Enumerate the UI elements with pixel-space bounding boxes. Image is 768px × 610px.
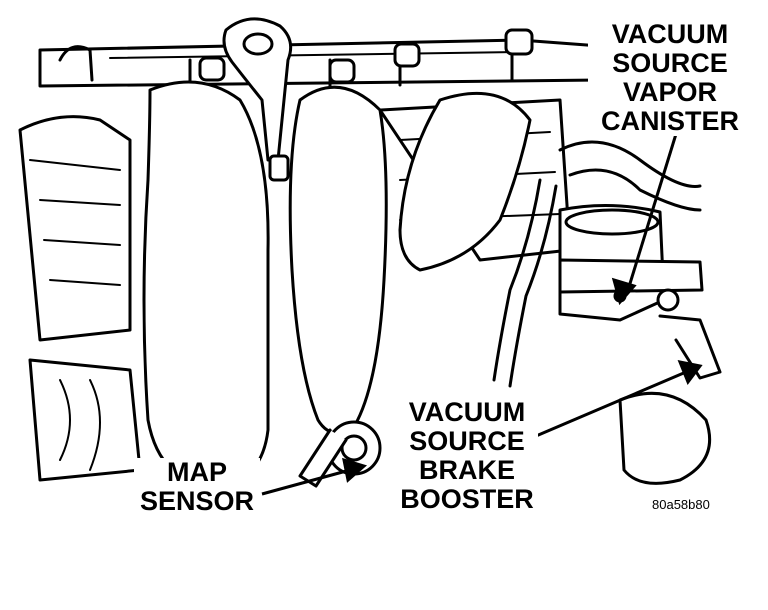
callout-line: SENSOR: [139, 486, 255, 516]
callout-map-sensor: MAP SENSOR: [134, 458, 260, 516]
callout-line: CANISTER: [600, 106, 739, 136]
callout-line: VACUUM: [611, 19, 729, 49]
arrow-map-sensor: [261, 457, 368, 496]
callout-vacuum-source-vapor-canister: VACUUM SOURCE VAPOR CANISTER: [588, 20, 752, 136]
figure-id: 80a58b80: [652, 497, 710, 512]
air-duct: [558, 140, 722, 485]
arrow-brake-booster: [535, 359, 703, 438]
map-sensor-body: [298, 420, 382, 488]
fuel-rail: [38, 28, 602, 88]
intake-runner-center: [288, 85, 388, 435]
callout-vacuum-source-brake-booster: VACUUM SOURCE BRAKE BOOSTER: [396, 398, 538, 514]
vacuum-hose: [492, 178, 558, 388]
intake-runner-left: [142, 80, 270, 488]
callout-line: BRAKE: [418, 455, 515, 485]
leader-arrows: [261, 133, 703, 496]
intake-runner-right: [398, 91, 532, 272]
dipstick-handle: [222, 17, 293, 182]
callout-line: VAPOR: [622, 77, 717, 107]
callout-line: VACUUM: [408, 397, 526, 427]
arrow-vapor-canister: [611, 133, 678, 306]
callout-line: SOURCE: [409, 426, 525, 456]
callout-line: BOOSTER: [400, 484, 534, 514]
callout-line: MAP: [167, 457, 227, 487]
callout-line: SOURCE: [612, 48, 728, 78]
throttle-body: [558, 203, 704, 322]
